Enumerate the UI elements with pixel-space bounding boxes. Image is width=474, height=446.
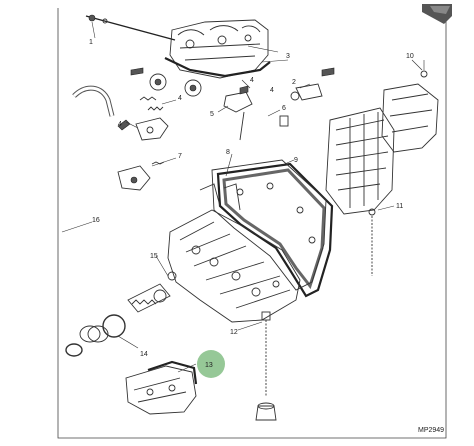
part-upper-housing <box>164 19 271 79</box>
part-lever-bracket <box>117 117 169 141</box>
callout-12: 12 <box>230 329 238 336</box>
part-spring-a <box>139 96 157 101</box>
part-separator-plate <box>211 159 327 291</box>
callout-11: 11 <box>396 203 403 210</box>
callout-3: 3 <box>286 53 290 60</box>
part-gasket <box>216 162 334 298</box>
part-rod <box>85 14 176 41</box>
figure-code: MP2949 <box>418 427 444 434</box>
part-lower-housing <box>125 360 198 415</box>
callout-7: 7 <box>178 153 182 160</box>
callout-4b: 4 <box>270 87 274 94</box>
callout-15: 15 <box>150 253 158 260</box>
callout-8: 8 <box>226 149 230 156</box>
part-top-right-cover <box>381 60 439 153</box>
part-center-bracket <box>223 85 253 141</box>
page-frame <box>57 8 447 439</box>
part-spool <box>127 271 177 313</box>
highlight-marker[interactable] <box>197 350 225 378</box>
part-spring-b <box>147 106 164 111</box>
callout-16: 16 <box>92 217 100 224</box>
part-roller-right <box>184 79 202 97</box>
callout-9: 9 <box>294 157 298 164</box>
part-detent-pin <box>255 311 277 421</box>
part-cam <box>117 161 165 191</box>
part-cylinder-seal <box>79 325 109 343</box>
callout-4c: 4 <box>178 95 182 102</box>
callout-4d: 4 <box>118 121 122 128</box>
callout-4a: 4 <box>250 77 254 84</box>
callout-6: 6 <box>282 105 286 112</box>
part-right-fitting <box>295 67 335 101</box>
callout-1: 1 <box>89 39 93 46</box>
part-plug <box>279 91 300 127</box>
callout-14: 14 <box>140 351 148 358</box>
part-oring-large <box>102 314 126 338</box>
part-small-pin <box>130 67 144 76</box>
part-cup-seal <box>65 343 83 357</box>
page-corner-tab-icon <box>422 4 452 24</box>
part-roller-left <box>149 73 167 91</box>
callout-2: 2 <box>292 79 296 86</box>
part-right-spring <box>368 208 376 276</box>
callout-13[interactable]: 13 <box>205 362 213 369</box>
part-right-valve-body <box>325 107 395 215</box>
part-curved-tube <box>72 85 115 117</box>
part-main-valve-body <box>167 183 301 323</box>
callout-10: 10 <box>406 53 414 60</box>
callout-5: 5 <box>210 111 214 118</box>
